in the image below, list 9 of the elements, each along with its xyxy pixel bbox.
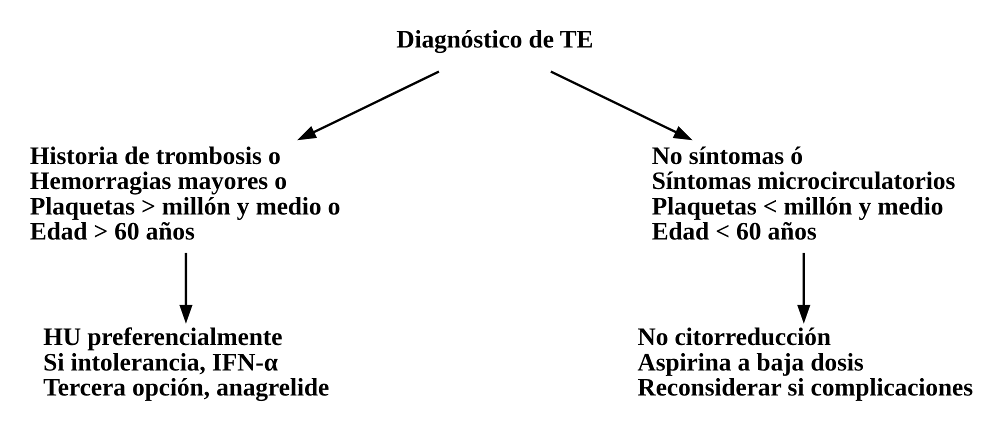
node-text: HU preferencialmente Si intolerancia, IFN-α Tercera opción, anagrelide [43, 324, 330, 402]
node-text: Diagnóstico de TE [396, 26, 594, 54]
node-text: No citorreducción Aspirina a baja dosis Reconsiderar si complicaciones [638, 324, 974, 402]
arrow [297, 70, 440, 140]
arrow [179, 252, 193, 324]
arrow [550, 70, 693, 140]
node-text: No síntomas ó Síntomas microcirculatorios Plaquetas < millón y medio Edad < 60 años [652, 142, 956, 246]
node-text: Historia de trombosis o Hemorragias mayores o Plaquetas > millón y medio o Edad > 60 años [30, 142, 340, 246]
arrow [797, 252, 810, 324]
